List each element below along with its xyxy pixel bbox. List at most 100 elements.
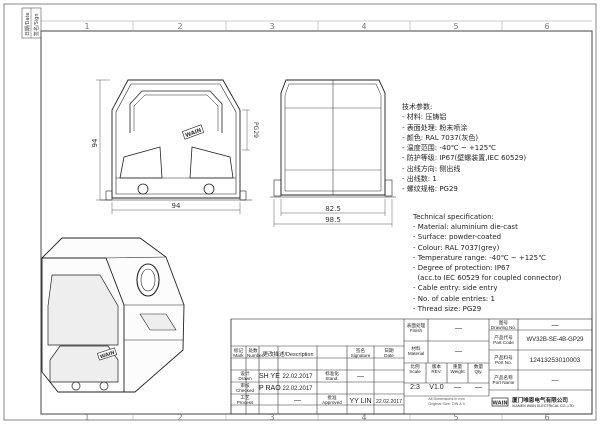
- qty-value: —: [475, 384, 482, 391]
- side-outer-width-dim: 98.5: [325, 216, 341, 224]
- spec-cn-line: - 螺纹规格: PG29: [402, 185, 458, 194]
- zone-number: 6: [544, 22, 549, 31]
- company-name-en: XIAMEN WAIN ELECTRICAL CO.,LTD: [512, 404, 574, 408]
- units-note: All Dimensions in mm Original Size: DIN …: [428, 397, 465, 406]
- marking-text: WAIN: [185, 128, 203, 139]
- process-value: —: [294, 397, 301, 404]
- spec-cn-line: - 出线数: 1: [402, 175, 437, 184]
- spec-cn-line: - 材料: 压铸铝: [402, 113, 447, 122]
- process-label: 工艺 Process: [236, 395, 254, 405]
- zone-number: 5: [453, 22, 458, 31]
- material-label: 材料 Material: [407, 346, 425, 356]
- qty-label: 数量 Qty.: [473, 364, 484, 374]
- spec-cn-heading: 技术参数:: [402, 103, 433, 111]
- part-no-value: 12413253010003: [529, 357, 581, 364]
- part-code-label: 产品代号 Part Code: [493, 335, 514, 345]
- approved-label: 批准 Approved: [322, 395, 342, 405]
- zone-number: 3: [269, 413, 274, 422]
- zone-number: 2: [177, 413, 182, 422]
- spec-cn-line: - 出线方向: 侧出线: [402, 164, 461, 173]
- spec-en-line: - Temperature range: -40℃ ~ +125℃: [413, 253, 546, 262]
- checked-date: 22.02.2017: [282, 386, 313, 392]
- part-name-label: 产品名称 Port Name: [492, 375, 515, 385]
- side-view: [270, 79, 396, 198]
- zone-grid: [41, 20, 592, 420]
- approved-date: 22.02.2017: [376, 399, 402, 405]
- spec-en-line: - Degree of protection: IP67: [413, 264, 510, 273]
- front-outline: [111, 79, 241, 199]
- spec-cn-line: - 防护等级: IP67(壁螺装置,IEC 60529): [402, 154, 527, 163]
- scale-label: 比例 Scale: [409, 364, 421, 374]
- zone-number: 3: [269, 22, 274, 31]
- part-code-value: WV32B-SE-4B-GP29: [526, 337, 584, 343]
- zone-number: 4: [361, 413, 366, 422]
- drawing-no-value: —: [551, 322, 559, 329]
- part-no-label: 产品料号 Port No.: [494, 355, 513, 365]
- spec-en: Technical specification: - Material: alu…: [413, 212, 561, 314]
- iso-marking-text: WAIN: [99, 350, 115, 360]
- zone-numbers-top: 1 2 3 4 5 6: [84, 22, 549, 31]
- zone-number: 2: [177, 22, 182, 31]
- spec-en-line: - Material: aluminium die-cast: [413, 223, 518, 232]
- standard-label: 标准化 Stand.: [325, 371, 339, 381]
- col-header-mark: 标记 Mark: [233, 348, 244, 358]
- col-header-number: 处数 Number: [247, 348, 264, 358]
- sidebar-date-label: 日期/Date: [25, 12, 31, 36]
- front-width-dim: 94: [172, 202, 181, 210]
- spec-en-line: - Cable entry: side entry: [413, 284, 498, 293]
- finish-value: —: [455, 325, 462, 332]
- spec-cn: 技术参数: - 材料: 压铸铝 - 表面处理: 粉末喷涂 - 颜色: RAL 7…: [402, 102, 526, 195]
- company-name-cn: 厦门唯恩电气有限公司: [512, 398, 568, 404]
- spec-cn-line: - 温度范围: -40℃ ~ +125℃: [402, 144, 497, 153]
- zone-number: 1: [84, 413, 89, 422]
- rev-label: 版本 REV.: [431, 364, 442, 374]
- col-header-date: 日期 Date: [384, 348, 394, 358]
- rev-value: V1.0: [429, 384, 444, 391]
- spec-cn-line: - 颜色: RAL 7037(灰色): [402, 133, 479, 142]
- front-view: [100, 79, 252, 201]
- front-dimensions: [96, 79, 250, 214]
- part-name-value: —: [551, 377, 559, 384]
- spec-en-line: - No. of cable entries: 1: [413, 294, 495, 303]
- drawn-name: SH YE: [259, 373, 280, 380]
- zone-numbers-bottom: 1 2 3 4 5 6: [84, 413, 549, 422]
- side-inner-width-dim: 82.5: [325, 205, 341, 213]
- spec-en-line: (acc.to IEC 60529 for coupled connector): [413, 274, 562, 283]
- title-block-grid: [230, 318, 593, 415]
- drawn-label: 设计 Drawn: [238, 371, 252, 381]
- weight-label: 重量 Weight: [450, 364, 465, 374]
- logo-text: WAIN: [492, 401, 507, 407]
- spec-en-line: - Thread size: PG29: [413, 304, 482, 313]
- spec-en-line: - Colour: RAL 7037(grey): [413, 243, 500, 252]
- outer-border: [3, 3, 597, 421]
- iso-marking: WAIN: [96, 347, 118, 361]
- spec-en-line: - Surface: powder-coated: [413, 233, 502, 242]
- spec-en-heading: Technical specification:: [413, 213, 494, 221]
- col-header-signature: 签名 Signature: [350, 348, 371, 358]
- front-height-dim: 94: [91, 138, 99, 147]
- approved-name: YY LIN: [349, 398, 372, 405]
- drawing-no-label: 图号 Drawing No.: [490, 320, 517, 330]
- drawn-date: 22.02.2017: [282, 374, 313, 380]
- weight-value: —: [454, 384, 461, 391]
- material-value: —: [455, 348, 462, 355]
- isometric-view: [41, 237, 185, 393]
- finish-label: 表面处理 Finish: [406, 323, 426, 333]
- zone-number: 5: [453, 413, 458, 422]
- zone-number: 6: [544, 413, 549, 422]
- sidebar-sign-label: 签名/Sign: [33, 13, 40, 36]
- scale-value: 2:3: [410, 384, 420, 391]
- revision-sidebar: 日期/Date 签名/Sign: [21, 7, 42, 39]
- side-dimensions: [273, 199, 393, 227]
- checked-name: P RAO: [259, 385, 281, 392]
- checked-label: 审核 Checked: [235, 383, 255, 393]
- standard-value: —: [357, 373, 364, 380]
- spec-cn-line: - 表面处理: 粉末喷涂: [402, 123, 468, 132]
- company-logo: WAIN: [491, 397, 509, 407]
- col-header-description: 更改描述/Description: [262, 352, 314, 358]
- front-marking: WAIN: [181, 124, 205, 140]
- zone-number: 1: [84, 22, 89, 31]
- zone-number: 4: [361, 22, 366, 31]
